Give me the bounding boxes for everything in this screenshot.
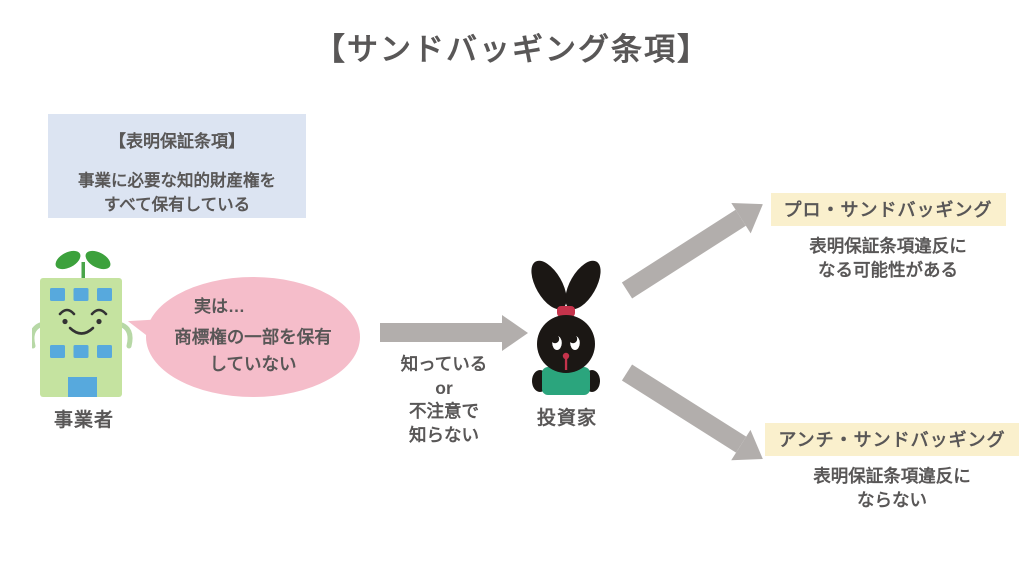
speech-bubble-intro: 実は… [194, 297, 245, 316]
arrow-business-to-investor [380, 323, 502, 342]
arrow-to-anti-sandbagging [621, 364, 747, 453]
speech-bubble-line1: 商標権の一部を保有 [174, 327, 332, 347]
rep-warranty-box: 【表明保証条項】 事業に必要な知的財産権を すべて保有している [48, 114, 306, 218]
anti-sandbagging-section: アンチ・サンドバッギング 表明保証条項違反に ならない [760, 423, 1024, 512]
page-title: 【サンドバッギング条項】 [314, 32, 710, 67]
anti-sandbagging-line2: ならない [857, 490, 927, 510]
knowledge-state-caption: 知っている or 不注意で 知らない [378, 353, 510, 447]
investor-label: 投資家 [536, 408, 597, 429]
knowledge-state-line1: 知っている [400, 354, 488, 374]
business-character: 事業者 [29, 249, 136, 432]
business-label: 事業者 [53, 410, 114, 431]
pro-sandbagging-line2: なる可能性がある [818, 260, 958, 280]
pro-sandbagging-section: プロ・サンドバッギング 表明保証条項違反に なる可能性がある [758, 193, 1018, 282]
speech-bubble: 実は… 商標権の一部を保有 していない [146, 277, 360, 397]
rep-warranty-heading: 【表明保証条項】 [109, 132, 245, 151]
knowledge-state-line3: 不注意で [409, 401, 479, 421]
knowledge-state-line2: or [435, 377, 453, 398]
rep-warranty-line1: 事業に必要な知的財産権を [78, 172, 276, 190]
arrow-to-pro-sandbagging [621, 209, 746, 299]
building-character-icon [29, 250, 133, 397]
pro-sandbagging-heading: プロ・サンドバッギング [770, 193, 1006, 226]
investor-character: 投資家 [522, 255, 612, 430]
anti-sandbagging-heading: アンチ・サンドバッギング [765, 423, 1019, 456]
pro-sandbagging-line1: 表明保証条項違反に [809, 236, 967, 256]
rabbit-character-icon [531, 260, 601, 395]
knowledge-state-line4: 知らない [409, 424, 479, 445]
anti-sandbagging-line1: 表明保証条項違反に [813, 466, 971, 486]
speech-bubble-line2: していない [209, 354, 297, 374]
rep-warranty-line2: すべて保有している [103, 196, 251, 214]
